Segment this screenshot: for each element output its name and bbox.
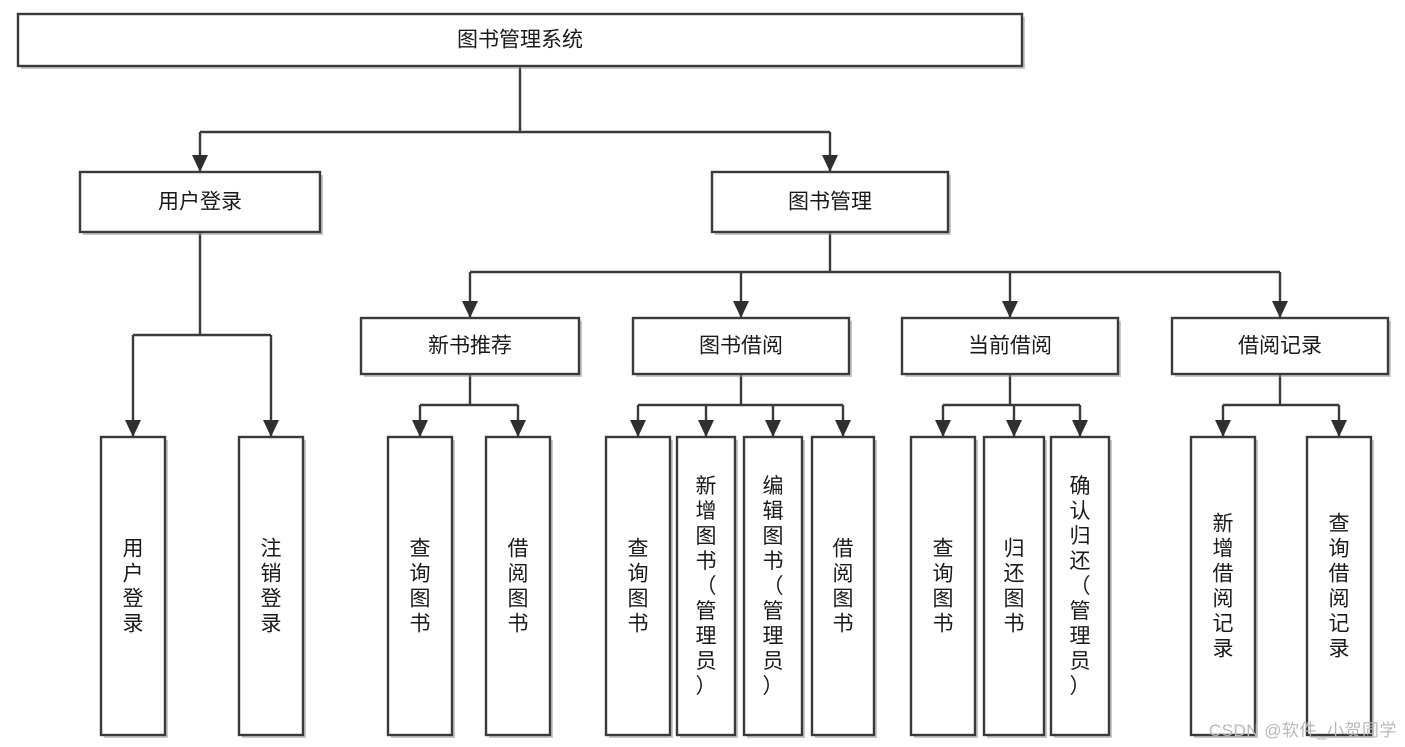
connectors-layer <box>125 66 1347 437</box>
node-rect[interactable] <box>810 435 876 737</box>
node-leaf-add-book[interactable]: 新增图书（管理员） <box>675 435 738 738</box>
node-new-book-rec[interactable]: 新书推荐 <box>359 316 582 377</box>
node-rect[interactable] <box>78 170 322 234</box>
node-leaf-borrow-book-1[interactable]: 借阅图书 <box>484 435 553 738</box>
arrow-head-icon <box>263 420 279 437</box>
nodes-layer: 图书管理系统用户登录用户登录注销登录图书管理新书推荐查询图书借阅图书图书借阅查询… <box>16 12 1391 738</box>
node-label: 新增借阅记录 <box>1213 513 1234 661</box>
arrow-head-icon <box>125 420 141 437</box>
node-rect[interactable] <box>909 435 977 737</box>
arrow-head-icon <box>835 420 851 437</box>
node-rect[interactable] <box>1170 316 1390 376</box>
node-label: 新增图书（管理员） <box>696 475 717 698</box>
node-label: 新书推荐 <box>428 335 512 358</box>
node-rect[interactable] <box>359 316 581 376</box>
node-rect[interactable] <box>237 435 305 737</box>
node-label: 借阅图书 <box>508 538 529 636</box>
node-label: 归还图书 <box>1004 538 1025 636</box>
node-leaf-confirm-return[interactable]: 确认归还（管理员） <box>1049 435 1112 738</box>
node-leaf-query-book-2[interactable]: 查询图书 <box>604 435 673 738</box>
node-leaf-return-book[interactable]: 归还图书 <box>982 435 1047 738</box>
node-rect[interactable] <box>604 435 672 737</box>
node-label: 查询图书 <box>628 538 649 636</box>
node-rect[interactable] <box>631 316 851 376</box>
arrow-head-icon <box>1072 420 1088 437</box>
arrow-head-icon <box>1331 420 1347 437</box>
arrow-head-icon <box>765 420 781 437</box>
node-label: 注销登录 <box>261 538 282 636</box>
node-leaf-user-logout[interactable]: 注销登录 <box>237 435 306 738</box>
arrow-head-icon <box>822 155 838 172</box>
node-book-manage[interactable]: 图书管理 <box>710 170 951 235</box>
node-label: 用户登录 <box>158 191 242 214</box>
node-rect[interactable] <box>675 435 737 737</box>
arrow-head-icon <box>510 420 526 437</box>
node-current-borrow[interactable]: 当前借阅 <box>900 316 1121 377</box>
node-label: 借阅记录 <box>1238 335 1322 358</box>
node-user-login[interactable]: 用户登录 <box>78 170 323 235</box>
arrow-head-icon <box>192 155 208 172</box>
node-rect[interactable] <box>742 435 804 737</box>
csdn-watermark: CSDN @软件_小贺同学 <box>1208 721 1397 740</box>
node-label: 编辑图书（管理员） <box>763 475 784 698</box>
node-rect[interactable] <box>710 170 950 234</box>
node-leaf-add-record[interactable]: 新增借阅记录 <box>1189 435 1258 738</box>
node-rect[interactable] <box>900 316 1120 376</box>
arrow-head-icon <box>412 420 428 437</box>
node-leaf-query-book-1[interactable]: 查询图书 <box>386 435 455 738</box>
node-label: 图书借阅 <box>699 335 783 358</box>
node-rect[interactable] <box>1189 435 1257 737</box>
node-rect[interactable] <box>484 435 552 737</box>
node-leaf-borrow-book-2[interactable]: 借阅图书 <box>810 435 877 738</box>
arrow-head-icon <box>1002 301 1018 318</box>
node-leaf-query-record[interactable]: 查询借阅记录 <box>1305 435 1374 738</box>
node-label: 查询图书 <box>933 538 954 636</box>
arrow-head-icon <box>1272 301 1288 318</box>
node-book-borrow[interactable]: 图书借阅 <box>631 316 852 377</box>
node-label: 确认归还（管理员） <box>1070 475 1091 698</box>
node-rect[interactable] <box>99 435 167 737</box>
node-label: 图书管理 <box>788 191 872 214</box>
node-rect[interactable] <box>1049 435 1111 737</box>
node-rect[interactable] <box>386 435 454 737</box>
node-label: 借阅图书 <box>833 538 854 636</box>
node-label: 查询图书 <box>410 538 431 636</box>
node-rect[interactable] <box>1305 435 1373 737</box>
node-leaf-query-book-3[interactable]: 查询图书 <box>909 435 978 738</box>
node-label: 图书管理系统 <box>457 29 583 52</box>
node-label: 查询借阅记录 <box>1329 513 1350 661</box>
node-label: 当前借阅 <box>968 335 1052 358</box>
node-leaf-user-login[interactable]: 用户登录 <box>99 435 168 738</box>
arrow-head-icon <box>698 420 714 437</box>
node-leaf-edit-book[interactable]: 编辑图书（管理员） <box>742 435 805 738</box>
node-label: 用户登录 <box>123 538 144 636</box>
node-rect[interactable] <box>982 435 1046 737</box>
arrow-head-icon <box>1215 420 1231 437</box>
arrow-head-icon <box>935 420 951 437</box>
node-borrow-record[interactable]: 借阅记录 <box>1170 316 1391 377</box>
arrow-head-icon <box>462 301 478 318</box>
arrow-head-icon <box>630 420 646 437</box>
node-root[interactable]: 图书管理系统 <box>16 12 1025 69</box>
node-rect[interactable] <box>16 12 1024 68</box>
arrow-head-icon <box>733 301 749 318</box>
arrow-head-icon <box>1006 420 1022 437</box>
